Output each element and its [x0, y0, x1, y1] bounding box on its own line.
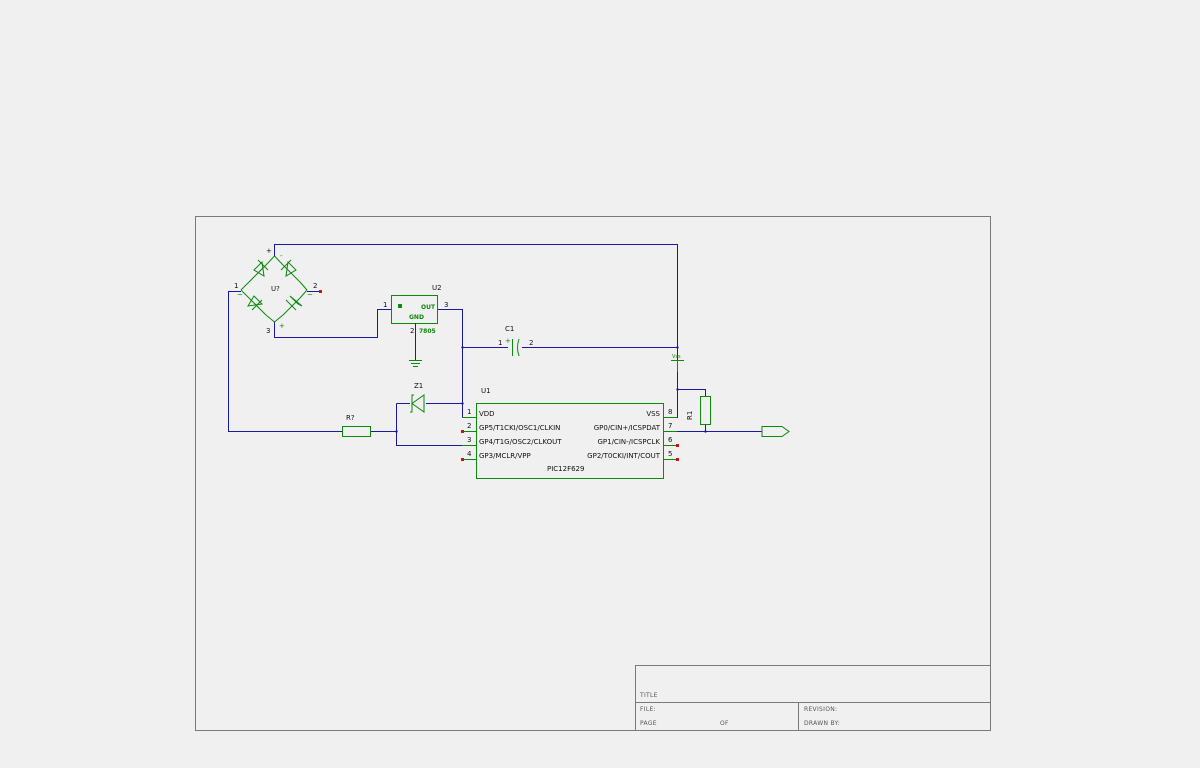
wire-r1-top	[677, 389, 706, 396]
vss-symbol[interactable]: Vss	[671, 354, 684, 372]
bridge-pin1: 1	[234, 282, 238, 290]
regulator-7805[interactable]: OUT GND U2 7805 1 3 2	[383, 284, 448, 367]
cap-ref: C1	[505, 325, 514, 333]
of-label: OF	[720, 720, 729, 727]
reg-gnd-label: GND	[409, 314, 424, 321]
mcu-pin5-num: 5	[668, 450, 672, 458]
bridge-ac-right: ~	[307, 291, 313, 299]
reg-value: 7805	[419, 328, 436, 335]
drawn-by-label: DRAWN BY:	[804, 720, 840, 727]
mcu-u1[interactable]: U1 PIC12F629 1 VDD 2 GP5/T1CKI/OSC1/CLKI…	[461, 387, 679, 479]
bridge-minus: -	[280, 252, 283, 260]
capacitor-c1[interactable]: C1 1 2 +	[498, 325, 533, 357]
mcu-pin5-name: GP2/T0CKI/INT/COUT	[587, 452, 661, 460]
cap-pin2: 2	[529, 339, 533, 347]
mcu-pin8-num: 8	[668, 408, 672, 416]
bridge-rectifier[interactable]: U? 1 2 3 + + - ~ ~	[234, 247, 322, 335]
reg-pin3: 3	[444, 301, 448, 309]
reg-in-marker	[398, 304, 402, 308]
zener-ref: Z1	[414, 382, 423, 390]
mcu-pin2-num: 2	[467, 422, 471, 430]
ground-icon	[409, 360, 422, 367]
mcu-pin3-name: GP4/T1G/OSC2/CLKOUT	[479, 438, 562, 446]
mcu-pin4-num: 4	[467, 450, 472, 458]
wire-reg-out-vdd	[438, 309, 476, 418]
reg-pin1: 1	[383, 301, 387, 309]
revision-label: REVISION:	[804, 706, 837, 713]
cap-plus: +	[505, 337, 511, 345]
mcu-pin2-name: GP5/T1CKI/OSC1/CLKIN	[479, 424, 560, 432]
reg-pin2: 2	[410, 327, 414, 335]
page-label: PAGE	[640, 720, 657, 727]
bridge-ac-left: ~	[237, 291, 243, 299]
mcu-pin1-num: 1	[467, 408, 471, 416]
sheet-border	[195, 216, 991, 731]
mcu-pin6-name: GP1/CIN-/ICSPCLK	[597, 438, 660, 446]
resistor-r[interactable]: R?	[342, 414, 371, 437]
resistor-r1-ref: R1	[686, 411, 694, 420]
mcu-pin7-name: GP0/CIN+/ICSPDAT	[594, 424, 661, 432]
reg-out-label: OUT	[421, 304, 436, 311]
cap-pin1: 1	[498, 339, 502, 347]
output-port-icon[interactable]	[761, 426, 790, 437]
wire-bridge-to-r	[228, 291, 342, 432]
file-label: FILE:	[640, 706, 656, 713]
wires	[228, 244, 762, 446]
bridge-plus: +	[279, 322, 285, 330]
mcu-pin1-name: VDD	[479, 410, 495, 418]
mcu-pin8-name: VSS	[646, 410, 660, 418]
mcu-value: PIC12F629	[547, 465, 584, 473]
mcu-pin6-num: 6	[668, 436, 673, 444]
junctions	[395, 346, 707, 433]
mcu-pin7-num: 7	[668, 422, 672, 430]
bridge-pin3: 3	[266, 327, 270, 335]
wire-node-pin3	[396, 403, 476, 446]
bridge-ref: U?	[271, 285, 280, 293]
mcu-pin4-name: GP3/MCLR/VPP	[479, 452, 531, 460]
title-block: TITLE FILE: PAGE OF REVISION: DRAWN BY:	[635, 665, 991, 731]
resistor-r-ref: R?	[346, 414, 355, 422]
vss-label: Vss	[672, 354, 681, 360]
wire-plus-rail	[274, 244, 678, 360]
bridge-plus-top: +	[266, 247, 272, 255]
mcu-ref: U1	[481, 387, 491, 395]
reg-ref: U2	[432, 284, 442, 292]
title-label: TITLE	[639, 692, 658, 699]
zener-z1[interactable]: Z1	[410, 382, 425, 413]
bridge-pin2: 2	[313, 282, 317, 290]
resistor-r1[interactable]: R1	[686, 396, 711, 425]
wire-bridge-to-reg	[274, 309, 391, 338]
mcu-pin3-num: 3	[467, 436, 471, 444]
